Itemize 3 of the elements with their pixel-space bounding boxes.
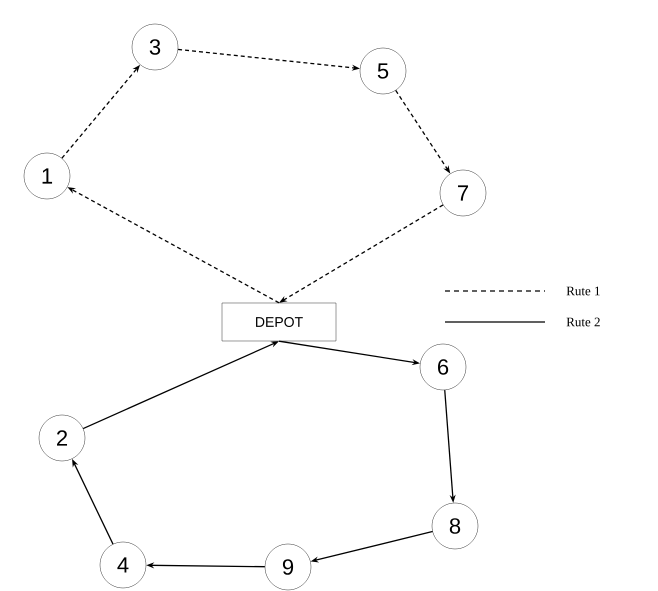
legend-label: Rute 1	[566, 286, 600, 296]
legend-label: Rute 2	[566, 318, 600, 326]
depot-box: DEPOT	[222, 302, 336, 342]
